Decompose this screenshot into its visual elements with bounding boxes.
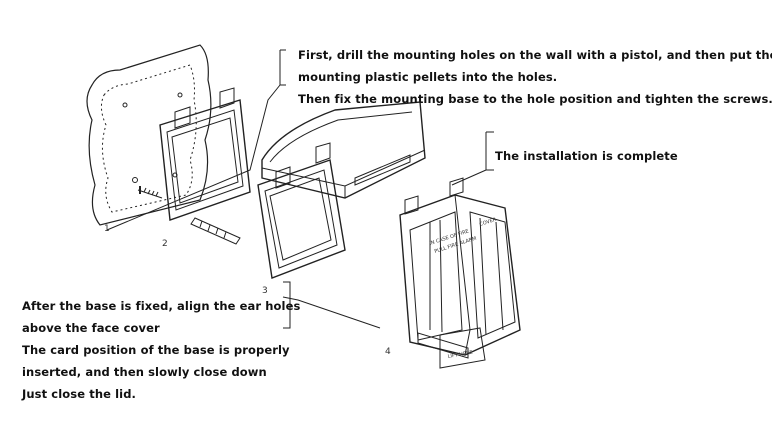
instruction-drill: First, drill the mounting holes on the w… — [298, 44, 772, 110]
cover-label-3: COVER — [479, 217, 498, 228]
mounting-base — [159, 87, 251, 221]
lift-label: LIFT HERE — [447, 350, 473, 360]
step-number-4: 4 — [385, 347, 391, 357]
step-number-1: 1 — [104, 224, 110, 234]
leader-top — [106, 50, 281, 231]
instruction-align-line-2: above the face cover — [22, 321, 160, 335]
leader-left — [282, 296, 381, 329]
instruction-complete: The installation is complete — [495, 145, 678, 167]
completed-assembly — [399, 177, 521, 369]
instruction-align-line-3: The card position of the base is properl… — [22, 343, 290, 357]
leader-right — [451, 132, 487, 186]
bracket-top — [280, 49, 286, 86]
bracket-left — [283, 281, 291, 329]
instruction-align-line-4: inserted, and then slowly close down — [22, 365, 267, 379]
wall-section — [86, 44, 212, 226]
instruction-align: After the base is fixed, align the ear h… — [22, 295, 300, 405]
face-cover-frame — [257, 142, 346, 279]
instruction-drill-line-1: First, drill the mounting holes on the w… — [298, 48, 772, 62]
instruction-align-line-5: Just close the lid. — [22, 387, 136, 401]
plastic-pellet — [190, 217, 241, 245]
bracket-right — [486, 131, 494, 171]
instruction-drill-line-2: mounting plastic pellets into the holes. — [298, 70, 558, 84]
step-number-2: 2 — [162, 239, 168, 249]
screw — [137, 186, 163, 199]
instruction-drill-line-3: Then fix the mounting base to the hole p… — [298, 92, 772, 106]
step-number-3: 3 — [262, 286, 268, 296]
instruction-align-line-1: After the base is fixed, align the ear h… — [22, 299, 301, 313]
instruction-complete-line: The installation is complete — [495, 149, 678, 163]
